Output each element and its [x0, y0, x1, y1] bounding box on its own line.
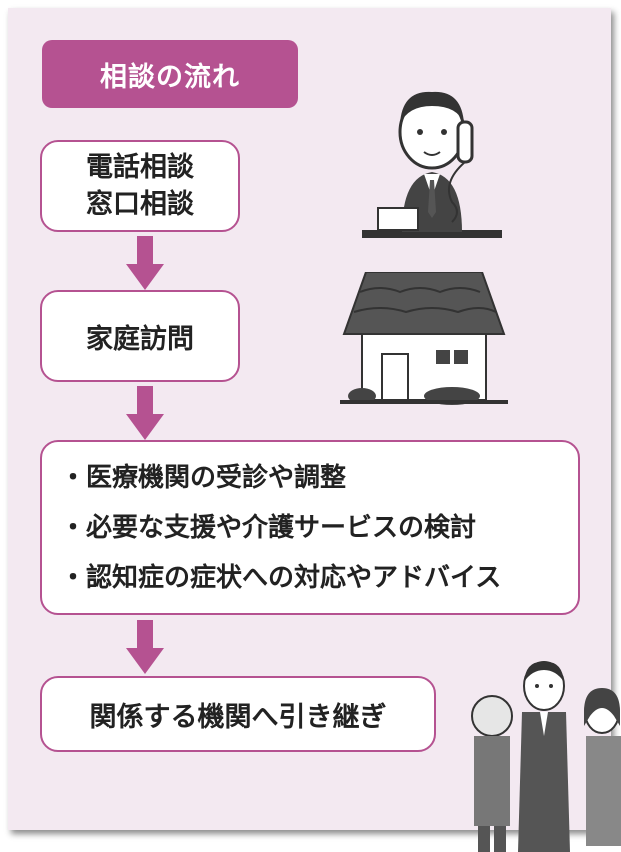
house-illustration	[340, 272, 508, 412]
step-handover: 関係する機関へ引き継ぎ	[40, 676, 436, 752]
step-consultation: 電話相談 窓口相談	[40, 140, 240, 232]
down-arrow-icon	[126, 386, 164, 440]
step-consultation-line2: 窓口相談	[86, 189, 194, 220]
step-home-visit: 家庭訪問	[40, 290, 240, 382]
step-support-list: ・医療機関の受診や調整 ・必要な支援や介護サービスの検討 ・認知症の症状への対応…	[40, 440, 580, 615]
flow-title: 相談の流れ	[42, 40, 298, 108]
phone-consultant-illustration	[362, 72, 502, 242]
support-item-dementia-advice: ・認知症の症状への対応やアドバイス	[60, 562, 502, 593]
down-arrow-icon	[126, 236, 164, 290]
family-illustration	[462, 656, 621, 852]
step-consultation-line1: 電話相談	[86, 152, 194, 183]
support-item-care-services: ・必要な支援や介護サービスの検討	[60, 512, 477, 543]
step-home-visit-label: 家庭訪問	[86, 323, 194, 355]
support-item-medical: ・医療機関の受診や調整	[60, 462, 347, 493]
step-handover-label: 関係する機関へ引き継ぎ	[89, 701, 387, 733]
down-arrow-icon	[126, 620, 164, 674]
